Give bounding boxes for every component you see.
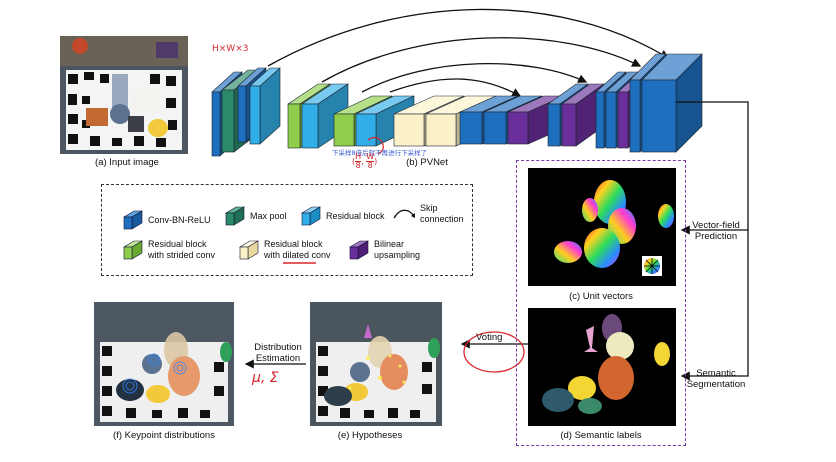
semantic-connector <box>680 230 749 381</box>
skip-connection-3 <box>361 62 588 93</box>
legend-conv: Conv-BN-ReLU <box>122 209 211 231</box>
residual-block-icon <box>300 206 322 226</box>
upsampling-block-icon <box>348 240 370 260</box>
vector-field-line1: Vector-field <box>692 220 740 231</box>
keypoint-distributions-caption: (f) Keypoint distributions <box>113 430 215 441</box>
legend-skip-label-1: Skip <box>420 203 438 213</box>
unit-vectors-caption: (c) Unit vectors <box>569 291 633 302</box>
keypoint-distributions-image <box>94 302 234 426</box>
fraction-h: H <box>355 152 362 162</box>
conv-block-icon <box>122 210 144 230</box>
hypotheses-caption: (e) Hypotheses <box>337 430 403 441</box>
residual-block-1 <box>249 67 281 145</box>
legend-dilated-word: dilated <box>282 250 310 260</box>
legend-upsampling: Bilinear upsampling <box>348 239 420 261</box>
network-outputs-box <box>516 160 686 446</box>
legend-dilated-prefix: with <box>264 250 283 260</box>
semantic-segmentation-label: Semantic Segmentation <box>687 368 746 390</box>
legend-dilated-suffix: conv <box>309 250 331 260</box>
vector-field-label: Vector-field Prediction <box>692 220 740 242</box>
fraction-8b: 8 <box>367 161 373 170</box>
voting-handwritten-circle <box>463 331 525 373</box>
vector-field-connector <box>676 101 749 235</box>
legend-residual: Residual block <box>300 205 385 227</box>
dilated-block-icon <box>238 240 260 260</box>
fraction-8a: 8 <box>355 161 361 170</box>
semantic-line2: Segmentation <box>686 379 746 390</box>
legend-conv-label: Conv-BN-ReLU <box>148 214 211 225</box>
skip-connection-1 <box>267 8 670 67</box>
input-image-caption: (a) Input image <box>95 157 159 168</box>
legend: Conv-BN-ReLU Max pool Residual block Ski… <box>101 184 473 276</box>
legend-maxpool: Max pool <box>224 205 287 227</box>
handwritten-fraction: ( H 8 , W 8 ) <box>352 152 378 170</box>
legend-strided-label-2: with strided conv <box>148 250 216 260</box>
maxpool-block-icon <box>224 206 246 226</box>
pvnet-caption: (b) PVNet <box>406 157 448 168</box>
distribution-estimation-label: Distribution Estimation <box>254 342 302 364</box>
handwritten-mu-sigma: μ, Σ <box>252 370 279 386</box>
legend-dilated: Residual block with dilated conv <box>238 239 331 261</box>
unit-vectors-image <box>528 168 676 286</box>
skip-connection-4 <box>389 78 522 97</box>
semantic-line1: Semantic <box>696 368 736 379</box>
legend-skip-label-2: connection <box>420 214 464 224</box>
conv-block-9 <box>641 53 703 153</box>
legend-dilated-label-1: Residual block <box>264 239 323 249</box>
voting-label: Voting <box>476 332 503 343</box>
legend-upsampling-label-1: Bilinear <box>374 239 405 249</box>
downsample-note: 下采样8倍后就不再进行下采样了 <box>332 149 428 157</box>
hypotheses-image <box>310 302 442 426</box>
legend-maxpool-label: Max pool <box>250 210 287 221</box>
skip-arrow-icon <box>393 209 415 219</box>
vector-field-line2: Prediction <box>694 231 738 242</box>
handwritten-mark <box>367 136 384 155</box>
skip-connection-2 <box>321 37 642 83</box>
legend-skip: Skip connection <box>392 203 464 225</box>
fraction-w: W <box>366 152 375 162</box>
legend-residual-label: Residual block <box>326 210 385 221</box>
distribution-line1: Distribution <box>254 342 302 353</box>
handwritten-size-note: H×W×3 <box>212 44 249 54</box>
strided-block-icon <box>122 240 144 260</box>
legend-strided-label-1: Residual block <box>148 239 207 249</box>
legend-upsampling-label-2: upsampling <box>374 250 421 260</box>
semantic-labels-image <box>528 308 676 426</box>
input-image <box>60 36 188 154</box>
distribution-line2: Estimation <box>255 353 301 364</box>
semantic-labels-caption: (d) Semantic labels <box>560 430 642 441</box>
legend-strided: Residual block with strided conv <box>122 239 215 261</box>
